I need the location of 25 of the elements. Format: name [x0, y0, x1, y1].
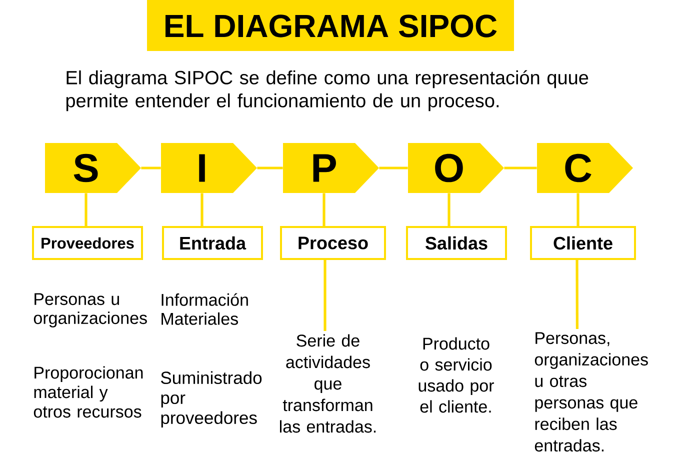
- description-text: Suministrado por proveedores: [161, 371, 262, 428]
- label-box: Proceso: [280, 226, 386, 260]
- label-box: Salidas: [406, 226, 507, 260]
- label-box: Proveedores: [32, 226, 143, 260]
- connector-line: [200, 193, 204, 226]
- connector-line: [576, 260, 578, 329]
- description-text: Personas u organizaciones: [34, 293, 147, 328]
- description-text: Producto o servicio usado por el cliente.: [418, 337, 494, 413]
- label-box: Cliente: [530, 226, 636, 260]
- connector-line: [257, 166, 283, 170]
- connector-line: [84, 193, 88, 226]
- connector-line: [141, 166, 161, 170]
- connector-line: [448, 193, 450, 226]
- connector-line: [379, 166, 408, 170]
- connector-line: [576, 193, 580, 226]
- connector-line: [322, 193, 326, 226]
- description-text: Proporocionan material y otros recursos: [34, 366, 143, 418]
- intro-text: El diagrama SIPOC se define como una representación quue permite entender el funcionamiento de un proceso.: [66, 70, 588, 112]
- description-text: Serie de actividades que transforman las entradas.: [280, 334, 376, 433]
- description-text: Información Materiales: [162, 293, 248, 325]
- title-banner: EL DIAGRAMA SIPOC: [147, 0, 514, 51]
- connector-line: [504, 166, 537, 170]
- connector-line: [324, 260, 326, 331]
- label-box: Entrada: [162, 226, 263, 260]
- description-text: Personas, organizaciones u otras personas que reciben las entradas.: [534, 332, 648, 452]
